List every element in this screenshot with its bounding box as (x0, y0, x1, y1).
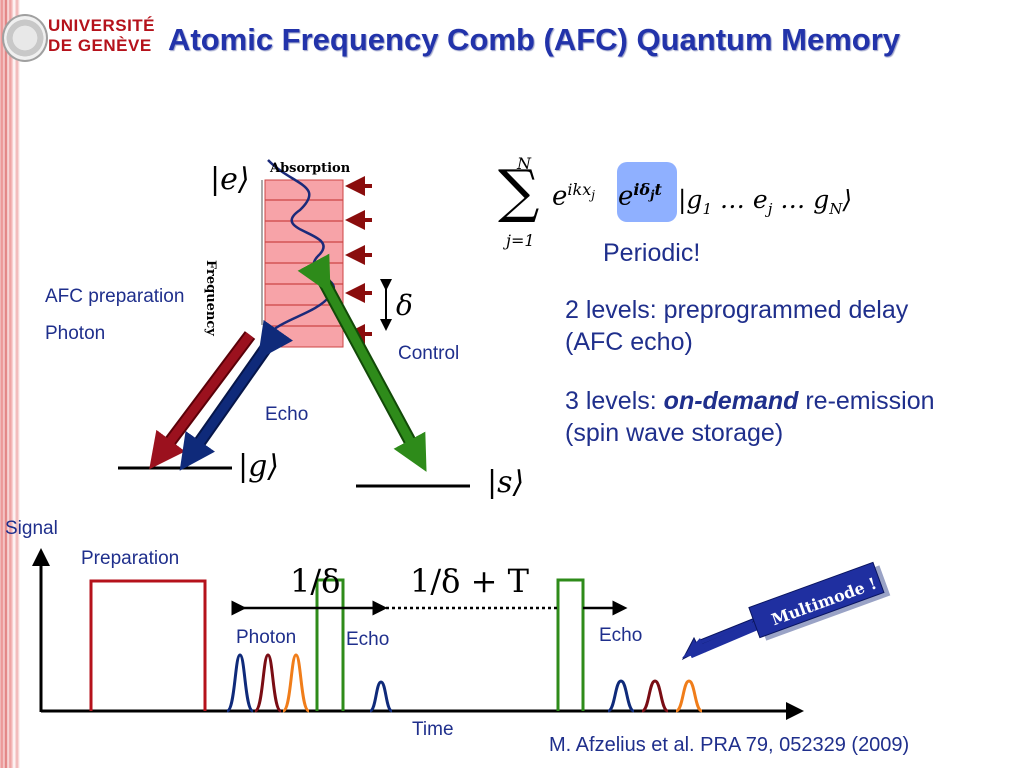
comb-marker-arrows (345, 176, 372, 344)
state-g-label: |g⟩ (238, 449, 280, 484)
control-pulse-2 (556, 578, 585, 711)
frequency-label: Frequency (203, 260, 218, 336)
preparation-label: Preparation (81, 548, 180, 569)
logo-text-line2: DE GENÈVE (48, 36, 152, 55)
three-levels-prefix: 3 levels: (565, 387, 664, 415)
decorative-left-band (0, 0, 20, 768)
sum-upper-limit: N (517, 154, 531, 173)
preparation-pulse (89, 579, 207, 711)
echo-pulse-blue (607, 679, 635, 713)
slide-title: Atomic Frequency Comb (AFC) Quantum Memo… (168, 22, 900, 57)
on-demand-emphasis: on-demand (663, 387, 799, 415)
photon-pulse-blue (225, 653, 255, 713)
echo-pulse-red (641, 679, 669, 713)
three-levels-suffix: re-emission (spin wave storage) (565, 387, 935, 447)
phase-term-detuning: eiδjt (618, 180, 662, 212)
three-levels-note: 3 levels: on-demand re-emission (spin wa… (565, 385, 985, 449)
state-e-label: |e⟩ (210, 162, 250, 197)
signal-axis-label: Signal (5, 518, 58, 539)
timeline-photon-label: Photon (236, 627, 297, 648)
timeline-axes (32, 548, 804, 720)
sum-symbol: ∑ (498, 157, 540, 225)
sum-lower-limit: j=1 (506, 231, 535, 250)
delta-label: δ (396, 289, 413, 322)
interval-label-2: 1/δ + T (410, 562, 529, 600)
photon-label: Photon (45, 323, 106, 344)
citation: M. Afzelius et al. PRA 79, 052329 (2009) (549, 734, 910, 756)
periodic-label: Periodic! (603, 239, 701, 267)
control-pulse-1 (315, 578, 345, 711)
afc-preparation-label: AFC preparation (45, 286, 185, 307)
university-seal (2, 14, 48, 62)
equation-highlight (617, 162, 677, 222)
state-s-label: |s⟩ (487, 465, 525, 500)
interval-label-1: 1/δ (290, 562, 341, 600)
timeline-echo-label-1: Echo (346, 629, 390, 650)
photon-pulse-red (253, 653, 283, 713)
logo-text-line1: UNIVERSITÉ (48, 16, 156, 35)
time-axis-label: Time (412, 719, 454, 740)
photon-pulse-orange (281, 653, 311, 713)
control-arrow (297, 253, 427, 472)
timeline-echo-label-2: Echo (599, 625, 643, 646)
photon-echo-arrow (179, 319, 294, 471)
echo-pulse-1 (369, 680, 393, 713)
university-logo: UNIVERSITÉ DE GENÈVE (0, 14, 155, 62)
multimode-box (748, 561, 891, 641)
phase-term-position: eikxj (552, 180, 595, 212)
two-levels-note: 2 levels: preprogrammed delay (AFC echo) (565, 296, 909, 356)
absorption-label: Absorption (270, 161, 351, 176)
control-label: Control (398, 343, 460, 364)
echo-label: Echo (265, 404, 309, 425)
echo-pulse-orange (675, 679, 703, 713)
collective-ket: |g1 … ej … gN⟩ (678, 185, 853, 218)
